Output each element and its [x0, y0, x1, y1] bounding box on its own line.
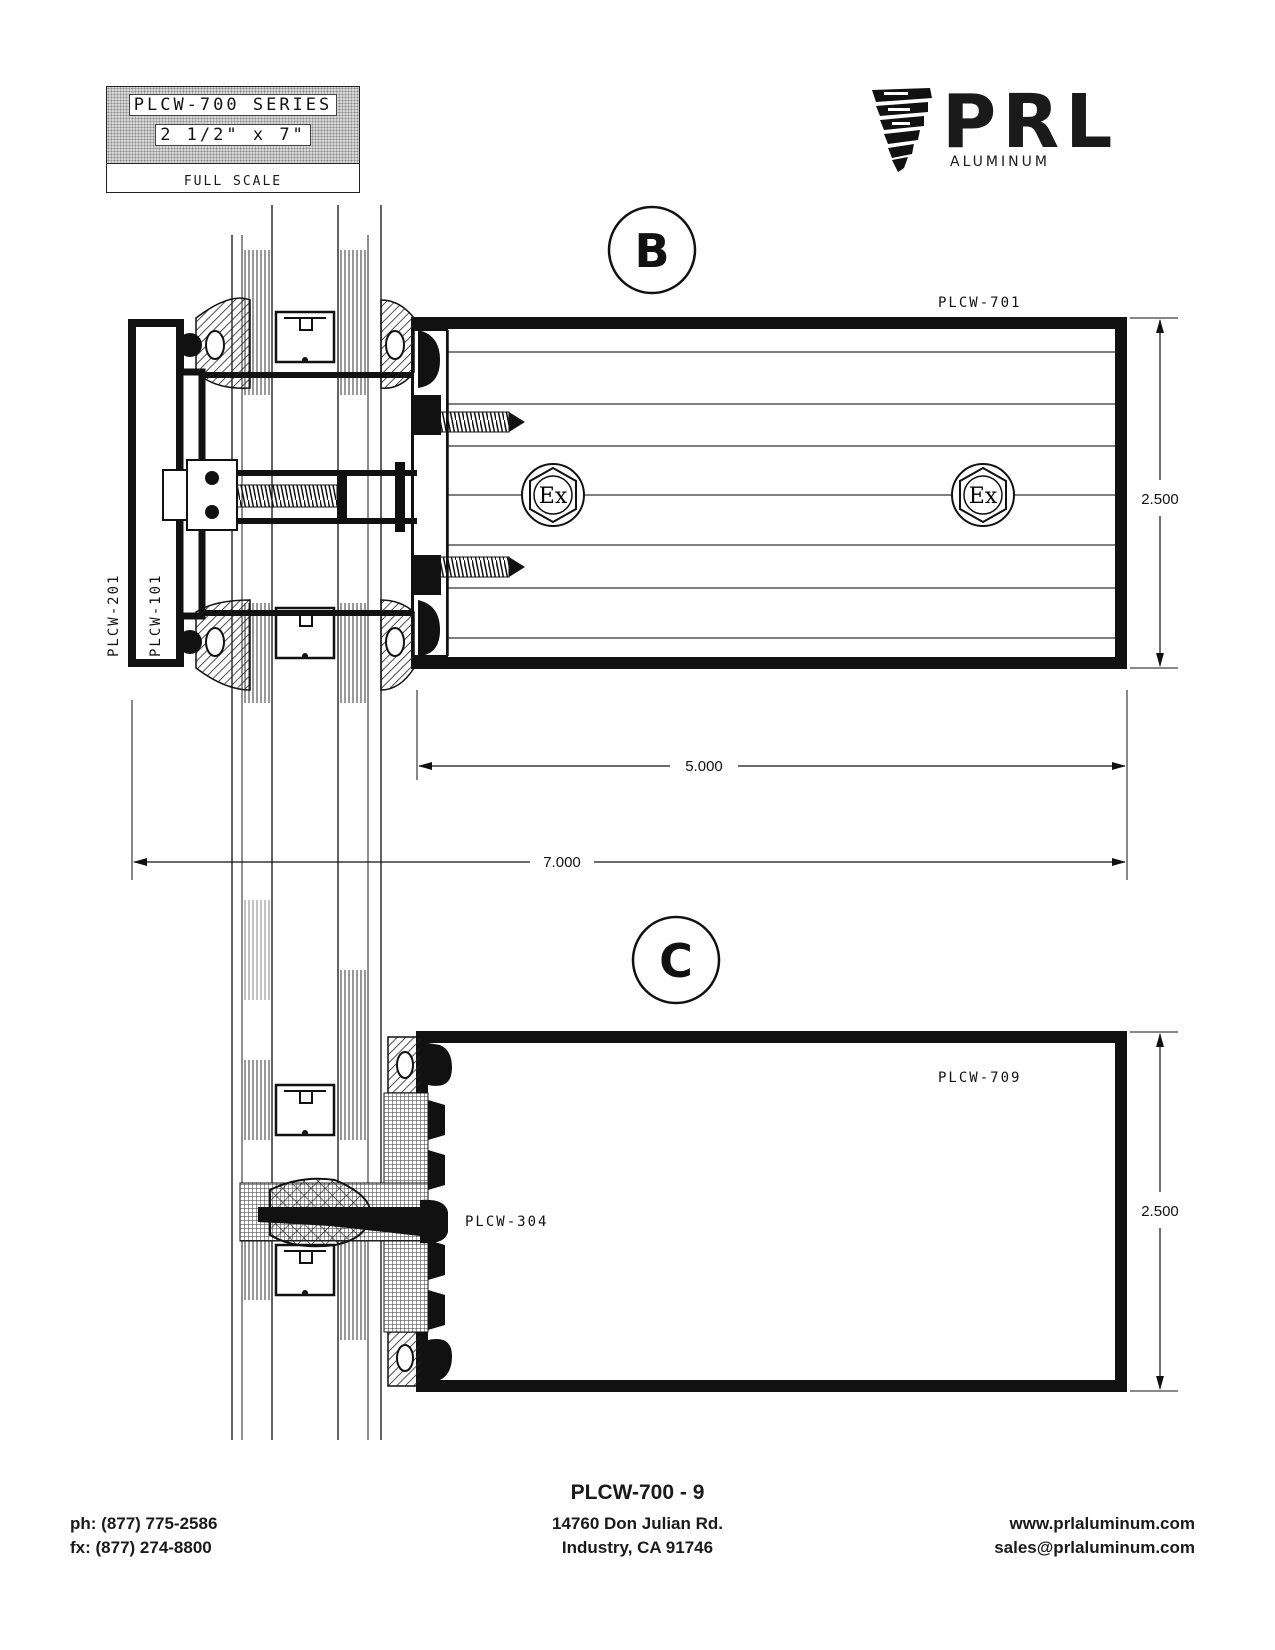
dimension-c-height: 2.500 [1130, 1031, 1179, 1392]
title-block-header: PLCW-700 SERIES 2 1/2" x 7" [107, 87, 359, 164]
detail-b-bubble [607, 205, 697, 295]
company-logo: PRL ALUMINUM [870, 79, 1170, 174]
dimension-b-5000: 5.000 [416, 690, 1128, 880]
website-link[interactable]: www.prlaluminum.com [1009, 1514, 1195, 1533]
series-name: PLCW-700 SERIES [128, 94, 338, 116]
part-label-plcw-701: PLCW-701 [938, 295, 1021, 311]
dimension-b-7000: 7.000 [131, 700, 1126, 880]
phone-number: ph: (877) 775-2586 [70, 1514, 218, 1533]
spacer-mid [274, 606, 336, 660]
gaskets-b [178, 297, 415, 691]
glazing-column [231, 205, 382, 1440]
spacer-c-top [274, 1083, 336, 1137]
detail-c: C PLCW-709 PLCW-304 2.500 [239, 915, 1179, 1392]
address-line-1: 14760 Don Julian Rd. [552, 1514, 723, 1533]
fastener-right-mark: Ex [969, 484, 998, 509]
detail-b: B Ex [106, 205, 1179, 880]
dim-7000-value: 7.000 [543, 854, 581, 871]
dim-c-height-value: 2.500 [1141, 1203, 1179, 1220]
spacer-top [274, 310, 336, 364]
screw-icon [872, 88, 932, 172]
logo-subtitle: ALUMINUM [950, 154, 1050, 170]
title-block: PLCW-700 SERIES 2 1/2" x 7" FULL SCALE [106, 86, 360, 193]
fax-number: fx: (877) 274-8800 [70, 1538, 212, 1557]
fastener-left: Ex [521, 463, 585, 527]
screw-upper [436, 411, 525, 433]
part-label-plcw-304: PLCW-304 [465, 1214, 548, 1230]
dimension-b-height: 2.500 [1130, 317, 1179, 669]
footer-address: 14760 Don Julian Rd. Industry, CA 91746 [0, 1512, 1275, 1560]
fastener-left-mark: Ex [539, 484, 568, 509]
part-label-plcw-201: PLCW-201 [106, 574, 122, 657]
bolt-assembly [162, 459, 417, 532]
footer-web: www.prlaluminum.com sales@prlaluminum.co… [994, 1512, 1195, 1560]
dim-5000-value: 5.000 [685, 758, 723, 775]
insert-plcw-304 [258, 1199, 448, 1244]
part-label-plcw-101: PLCW-101 [148, 574, 164, 657]
screw-lower [436, 556, 525, 578]
scale-label: FULL SCALE [183, 174, 283, 189]
detail-c-bubble [631, 915, 721, 1005]
footer-contact: ph: (877) 775-2586 fx: (877) 274-8800 [70, 1512, 217, 1560]
logo-wordmark: PRL [942, 79, 1119, 165]
tube-plcw-709 [416, 1031, 1127, 1392]
spacer-c-bottom [274, 1243, 336, 1297]
page-number: PLCW-700 - 9 [570, 1481, 705, 1504]
fastener-right: Ex [951, 463, 1015, 527]
address-line-2: Industry, CA 91746 [561, 1538, 714, 1557]
part-label-plcw-709: PLCW-709 [938, 1070, 1021, 1086]
detail-c-label: C [659, 934, 693, 988]
detail-b-label: B [634, 224, 669, 278]
series-size: 2 1/2" x 7" [155, 124, 311, 146]
dim-b-height-value: 2.500 [1141, 491, 1179, 508]
email-link[interactable]: sales@prlaluminum.com [994, 1538, 1195, 1557]
